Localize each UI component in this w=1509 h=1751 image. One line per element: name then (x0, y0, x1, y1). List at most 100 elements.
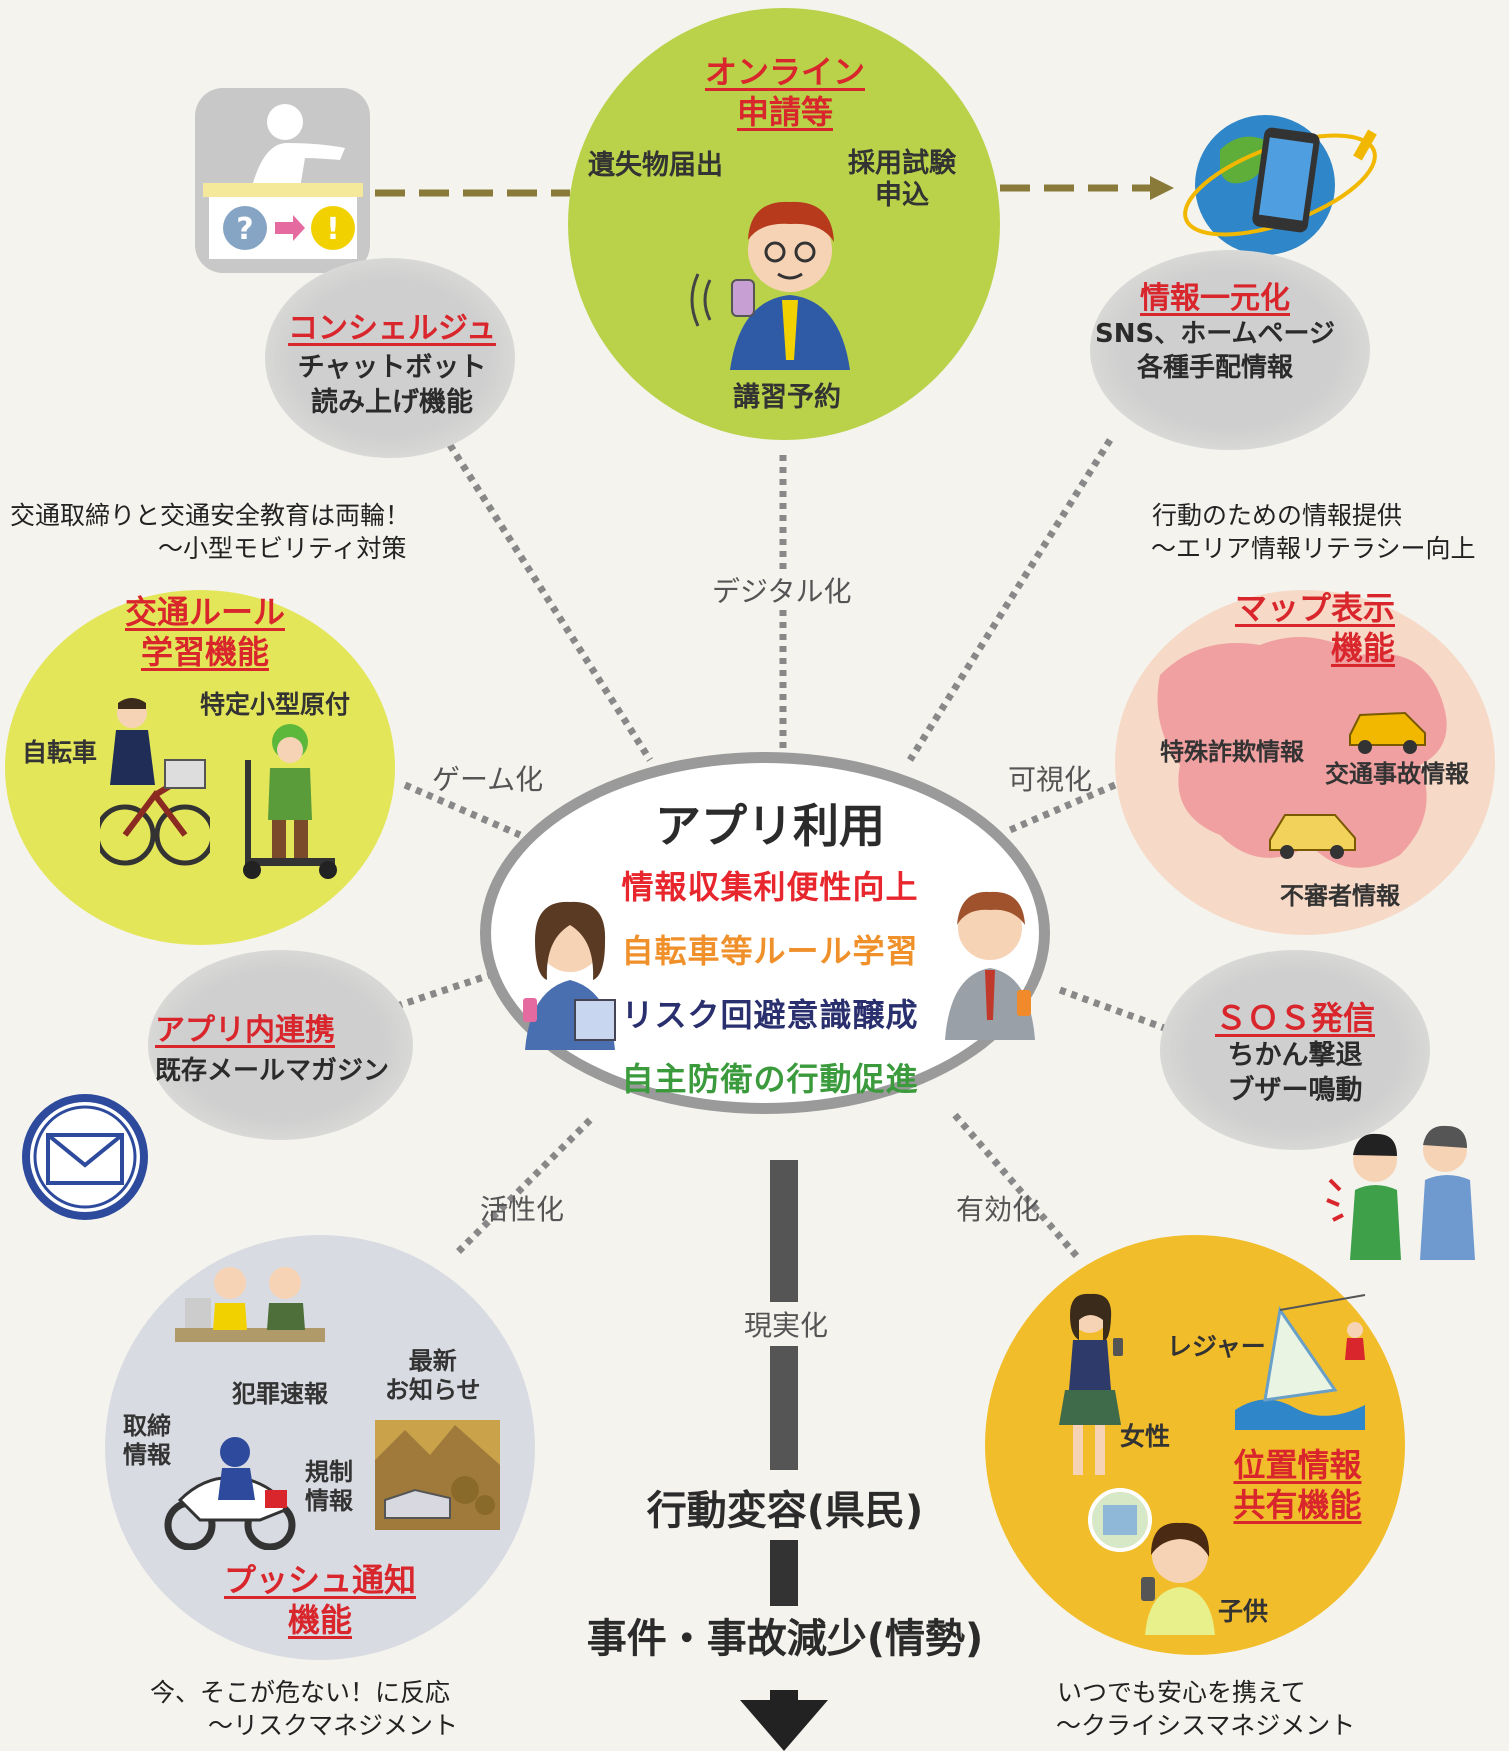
police-motorcycle-icon (164, 1437, 296, 1550)
center-line-2: リスク回避意識醸成 (621, 996, 919, 1034)
info-unify-line2: 各種手配情報 (1136, 352, 1293, 383)
verb-visual: 可視化 (1008, 763, 1093, 796)
globe-phone-icon (1183, 115, 1377, 255)
svg-text:!: ! (326, 212, 340, 247)
woman-phone-icon (523, 901, 616, 1050)
map-note: 行動のための情報提供 ～エリア情報リテラシー向上 (1151, 500, 1476, 565)
map-title: マップ表示 機能 (1195, 588, 1395, 668)
outcome-reduction: 事件・事故減少(情勢) (560, 1606, 1010, 1664)
push-label-crime: 犯罪速報 (232, 1380, 328, 1408)
info-unify-line1: SNS、ホームページ (1095, 319, 1335, 349)
push-label-latest-line2: お知らせ (385, 1375, 481, 1404)
traffic-label-bike: 自転車 (22, 738, 98, 767)
sos-desc: ちかん撃退 ブザー鳴動 (1185, 1038, 1405, 1108)
sos-line1: ちかん撃退 (1227, 1040, 1363, 1071)
push-label-enforce-line2: 情報 (123, 1440, 171, 1469)
traffic-title: 交通ルール 学習機能 (100, 592, 310, 672)
online-title-line2: 申請等 (736, 93, 833, 131)
concierge-bubble (265, 258, 515, 458)
push-title: プッシュ通知 機能 (200, 1560, 440, 1640)
app-link-title: アプリ内連携 (155, 1013, 335, 1048)
outcome-behavior: 行動変容(県民) (615, 1478, 955, 1536)
push-note-line2: ～リスクマネジメント (208, 1710, 459, 1740)
sos-line2: ブザー鳴動 (1227, 1075, 1363, 1107)
verb-digital: デジタル化 (712, 575, 852, 608)
concierge-line2: 読み上げ機能 (311, 387, 473, 419)
verb-effective: 有効化 (956, 1193, 1041, 1226)
map-title-line1: マップ表示 (1234, 589, 1395, 627)
location-label-woman: 女性 (1120, 1422, 1171, 1451)
bicycle-rider-icon (100, 698, 210, 866)
svg-text:?: ? (236, 212, 253, 247)
traffic-label-scooter: 特定小型原付 (200, 690, 351, 719)
traffic-title-line1: 交通ルール (124, 593, 285, 631)
sos-bubble (1160, 950, 1430, 1150)
center-title: アプリ利用 (655, 799, 885, 853)
traffic-note: 交通取締りと交通安全教育は両輪！ ～小型モビリティ対策 (10, 500, 410, 565)
rockfall-icon (375, 1420, 500, 1530)
location-note: いつでも安心を携えて ～クライシスマネジメント (1056, 1677, 1356, 1742)
buzzer-scene-icon (1326, 1125, 1475, 1260)
push-note-line1: 今、そこが危ない！に反応 (150, 1678, 451, 1707)
push-label-regulation-line2: 情報 (305, 1486, 353, 1515)
app-link-desc: 既存メールマガジン (155, 1056, 390, 1086)
traffic-note-line2: ～小型モビリティ対策 (158, 533, 407, 563)
verb-realize: 現実化 (740, 1302, 833, 1346)
concierge-line1: チャットボット (297, 352, 487, 383)
map-note-line2: ～エリア情報リテラシー向上 (1151, 533, 1476, 563)
location-label-leisure: レジャー (1167, 1332, 1266, 1361)
sos-title: ＳＯＳ発信 (1214, 999, 1375, 1037)
location-note-line2: ～クライシスマネジメント (1056, 1710, 1356, 1740)
online-item-course: 講習予約 (733, 382, 841, 413)
location-note-line1: いつでも安心を携えて (1057, 1678, 1306, 1707)
man-phone-icon (690, 201, 850, 370)
verb-game: ゲーム化 (432, 763, 544, 796)
center-content: アプリ利用 情報収集利便性向上自転車等ルール学習リスク回避意識醸成自主防衛の行動… (540, 790, 1000, 1100)
map-label-accident: 交通事故情報 (1325, 760, 1469, 788)
info-unify-bubble (1090, 250, 1370, 450)
center-line-0: 情報収集利便性向上 (621, 868, 919, 906)
push-label-regulation: 規制 情報 (305, 1458, 353, 1516)
push-title-line1: プッシュ通知 (223, 1561, 416, 1599)
info-unify-desc: SNS、ホームページ 各種手配情報 (1080, 318, 1350, 386)
map-region-icon (1157, 637, 1447, 868)
push-label-enforce-line1: 取締 (123, 1412, 171, 1440)
map-label-suspicious: 不審者情報 (1280, 882, 1400, 910)
push-label-regulation-line1: 規制 (305, 1458, 353, 1486)
location-circle (985, 1235, 1405, 1655)
windsurf-icon (1235, 1294, 1366, 1430)
woman-phone-standing-icon (1059, 1293, 1123, 1475)
police-counter-icon (175, 1267, 325, 1342)
traffic-note-line1: 交通取締りと交通安全教育は両輪！ (10, 501, 411, 530)
mail-icon (22, 1094, 148, 1220)
verb-activate: 活性化 (480, 1193, 565, 1226)
center-line-1: 自転車等ルール学習 (621, 932, 919, 970)
suspicious-car-icon (1269, 814, 1356, 859)
push-label-latest-line1: 最新 (408, 1347, 457, 1375)
online-title: オンライン 申請等 (690, 52, 880, 132)
push-note: 今、そこが危ない！に反応 ～リスクマネジメント (150, 1677, 458, 1742)
online-title-line1: オンライン (704, 53, 865, 91)
traffic-title-line2: 学習機能 (140, 633, 269, 671)
center-lines: 情報収集利便性向上自転車等ルール学習リスク回避意識醸成自主防衛の行動促進 (540, 862, 1000, 1100)
map-label-fraud: 特殊詐欺情報 (1160, 738, 1304, 766)
map-note-line1: 行動のための情報提供 (1152, 501, 1403, 530)
concierge-title: コンシェルジュ (288, 311, 496, 346)
location-label-child: 子供 (1218, 1597, 1269, 1626)
child-phone-icon (1088, 1488, 1215, 1635)
concierge-desc: チャットボット 読み上げ機能 (282, 350, 502, 420)
app-link-bubble (148, 950, 413, 1140)
location-title-line2: 共有機能 (1233, 1486, 1362, 1524)
help-desk-icon: ? ! (195, 88, 370, 273)
push-label-enforce: 取締 情報 (123, 1412, 171, 1470)
info-unify-title: 情報一元化 (1140, 281, 1290, 316)
location-title: 位置情報 共有機能 (1225, 1445, 1370, 1525)
center-line-3: 自主防衛の行動促進 (621, 1060, 919, 1098)
online-item-exam: 採用試験 申込 (848, 148, 956, 213)
location-title-line1: 位置情報 (1233, 1446, 1362, 1484)
map-title-line2: 機能 (1330, 629, 1395, 667)
man-suit-icon (945, 891, 1035, 1040)
car-accident-icon (1349, 711, 1426, 754)
scooter-rider-icon (243, 724, 337, 879)
push-label-latest: 最新 お知らせ (385, 1347, 481, 1405)
